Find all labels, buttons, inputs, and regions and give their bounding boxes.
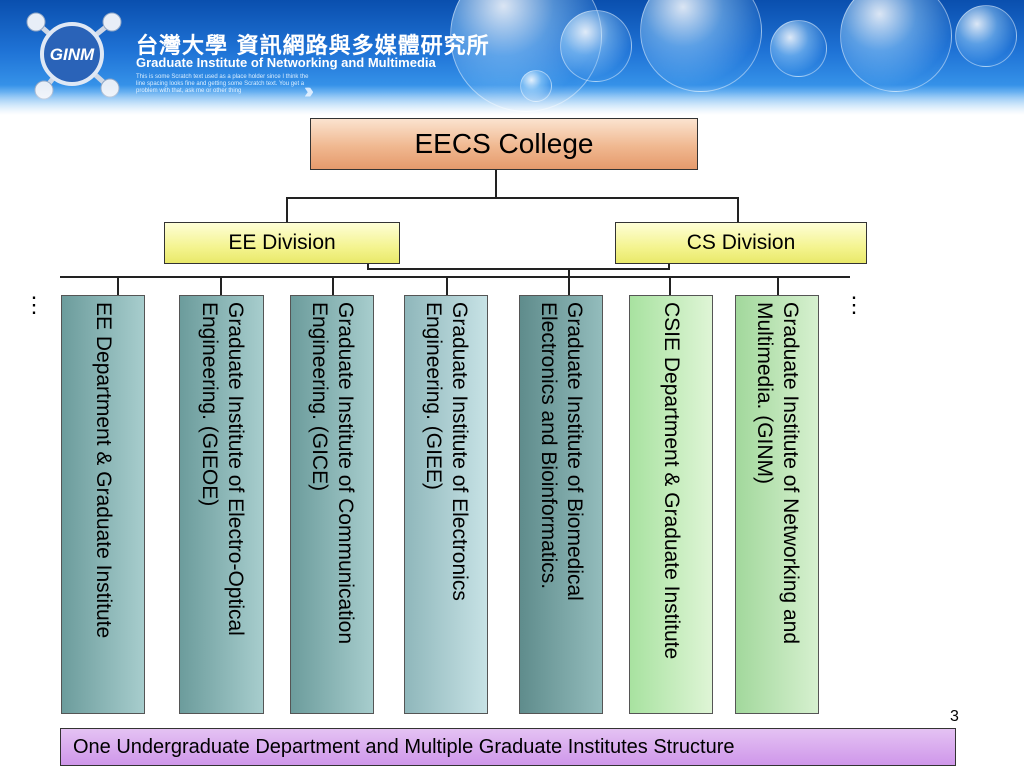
institute-node: EE Department & Graduate Institute: [61, 295, 145, 714]
connector-line: [332, 276, 334, 295]
bubble-decoration: [840, 0, 952, 92]
institute-node: Graduate Institute of Electro-Optical En…: [179, 295, 264, 714]
connector-line: [286, 197, 288, 222]
connector-line: [367, 268, 670, 270]
footer-caption: One Undergraduate Department and Multipl…: [60, 728, 956, 766]
institute-label: CSIE Department & Graduate Institute: [660, 302, 683, 660]
institute-node: Graduate Institute of Electronics Engine…: [404, 295, 488, 714]
connector-line: [220, 276, 222, 295]
cs-division-label: CS Division: [686, 231, 796, 254]
bubble-decoration: [560, 10, 632, 82]
header-banner: GINM 台灣大學 資訊網路與多媒體研究所 Graduate Institute…: [0, 0, 1024, 115]
ee-division-label: EE Division: [228, 231, 336, 254]
ellipsis-right: ⋮: [843, 292, 865, 317]
connector-line: [568, 268, 570, 295]
ee-division-node: EE Division: [164, 222, 400, 264]
institute-label: Graduate Institute of Electronics Engine…: [422, 302, 471, 601]
connector-line: [668, 264, 670, 270]
cs-division-node: CS Division: [615, 222, 867, 264]
ellipsis-left: ⋮: [23, 292, 45, 317]
footer-caption-text: One Undergraduate Department and Multipl…: [73, 735, 735, 758]
connector-line: [367, 264, 369, 270]
svg-text:GINM: GINM: [50, 45, 95, 64]
institute-label: Graduate Institute of Electro-Optical En…: [197, 302, 247, 636]
bubble-decoration: [770, 20, 827, 77]
connector-line: [669, 276, 671, 295]
institute-label: Graduate Institute of Biomedical Electro…: [537, 302, 586, 601]
connector-line: [286, 197, 738, 199]
college-label: EECS College: [414, 128, 594, 159]
institute-label: EE Department & Graduate Institute: [92, 302, 115, 639]
connector-line: [737, 197, 739, 222]
institute-node: Graduate Institute of Networking and Mul…: [735, 295, 819, 714]
connector-line: [117, 276, 119, 295]
header-title-english: Graduate Institute of Networking and Mul…: [136, 55, 436, 70]
header-title-chinese: 台灣大學 資訊網路與多媒體研究所: [136, 34, 490, 59]
institute-label: Graduate Institute of Networking and Mul…: [753, 302, 802, 645]
connector-line: [60, 276, 850, 278]
institute-node: Graduate Institute of Communication Engi…: [290, 295, 374, 714]
connector-line: [495, 170, 497, 198]
institute-node: CSIE Department & Graduate Institute: [629, 295, 713, 714]
connector-line: [446, 276, 448, 295]
institute-label: Graduate Institute of Communication Engi…: [308, 302, 357, 645]
connector-line: [777, 276, 779, 295]
college-node: EECS College: [310, 118, 698, 170]
bubble-decoration: [955, 5, 1017, 67]
institute-node: Graduate Institute of Biomedical Electro…: [519, 295, 603, 714]
bubble-decoration: [640, 0, 762, 92]
page-number: 3: [950, 708, 959, 725]
banner-fade: [0, 85, 1024, 115]
